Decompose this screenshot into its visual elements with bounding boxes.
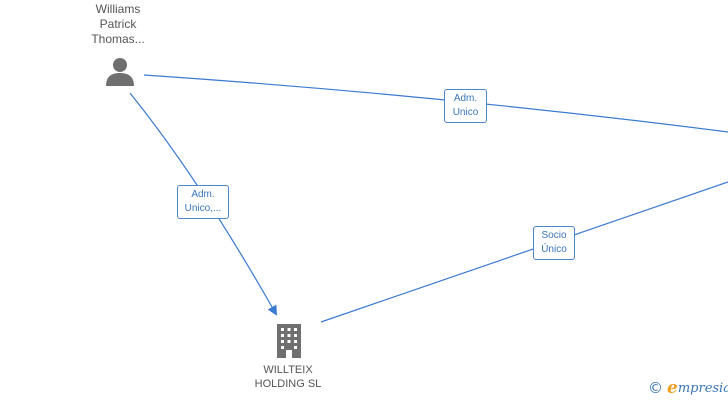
person-icon[interactable] bbox=[105, 57, 135, 87]
company-node-label[interactable]: WILLTEIX HOLDING SL bbox=[254, 364, 322, 390]
edge-company-to-offscreen[interactable] bbox=[320, 181, 728, 323]
brand-name: mpresia bbox=[677, 380, 728, 396]
empresia-logo: © e mpresia bbox=[648, 378, 728, 398]
building-icon[interactable] bbox=[276, 324, 302, 358]
edge-label-adm-unico-multi[interactable]: Adm. Unico,... bbox=[177, 185, 229, 219]
brand-initial: e bbox=[667, 378, 678, 398]
edge-label-adm-unico[interactable]: Adm. Unico bbox=[444, 89, 487, 123]
copyright-icon: © bbox=[648, 379, 663, 397]
person-node-label[interactable]: Williams Patrick Thomas... bbox=[91, 2, 145, 46]
edge-label-socio-unico[interactable]: Socio Único bbox=[533, 226, 575, 260]
edge-person-to-offscreen[interactable] bbox=[143, 74, 728, 133]
